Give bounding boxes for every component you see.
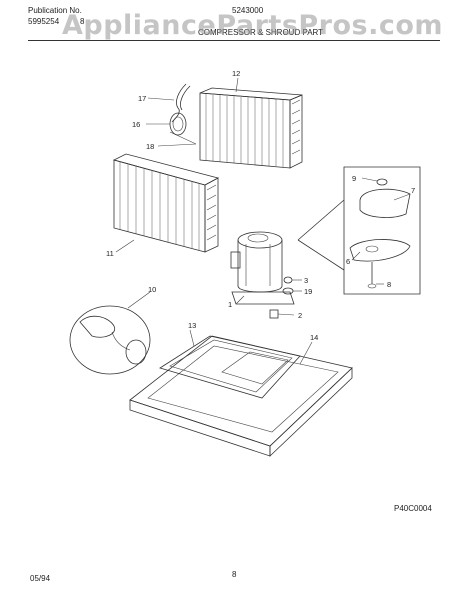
callout-12: 12 [232,69,240,78]
evaporator-coil [112,153,220,253]
callout-labels: 17 12 16 18 11 10 13 14 9 7 6 8 3 19 1 2 [106,69,415,342]
callout-2: 2 [298,311,302,320]
callout-8: 8 [387,280,391,289]
publication-label: Publication No. [28,6,82,15]
callout-7: 7 [411,186,415,195]
callout-19: 19 [304,287,312,296]
drawing-code: P40C0004 [394,504,432,513]
callout-16: 16 [132,120,140,129]
callout-1: 1 [228,300,232,309]
header-rule [28,40,440,41]
callout-14: 14 [310,333,318,342]
terminal-detail-box [297,166,421,295]
base-pan [129,335,353,457]
page-number: 8 [232,570,237,579]
callout-18: 18 [146,142,154,151]
condenser-coil [199,87,303,169]
strainer-filter [169,112,197,145]
model-number: 5243000 [232,6,264,15]
callout-17: 17 [138,94,146,103]
callout-9: 9 [352,174,356,183]
callout-3: 3 [304,276,308,285]
callout-10: 10 [148,285,156,294]
overload-protector-inset [69,305,151,375]
callout-11: 11 [106,249,114,258]
publication-suffix: 8 [80,17,85,26]
leader-lines [115,77,411,365]
watermark: AppliancePartsPros.com [62,10,444,41]
callout-13: 13 [188,321,196,330]
compressor [230,231,295,305]
capillary-tube [171,83,191,123]
publication-number: 5995254 [28,17,60,26]
footer-date: 05/94 [30,574,51,583]
callout-6: 6 [346,257,350,266]
mounting-grommet [269,276,294,319]
section-title: COMPRESSOR & SHROUD PART [198,28,324,37]
